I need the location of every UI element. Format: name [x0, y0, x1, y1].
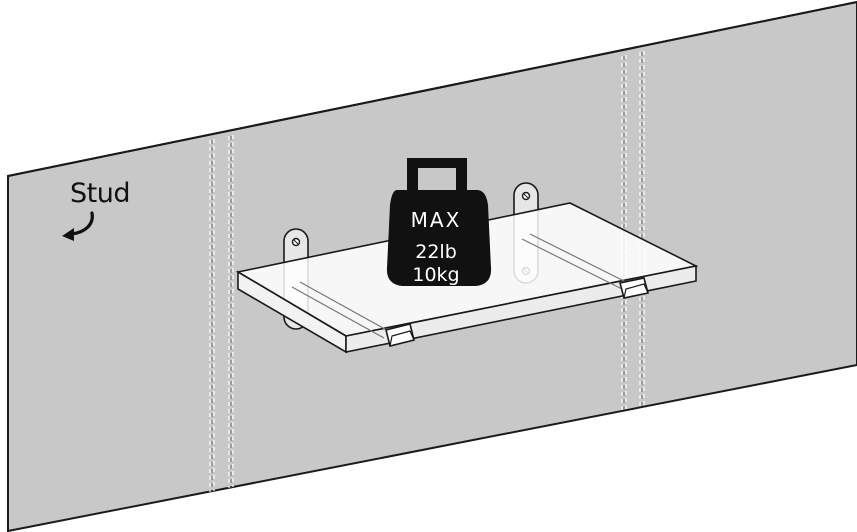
bracket-lip-right — [619, 277, 649, 299]
weight-kg-label: 10kg — [412, 264, 460, 286]
wall-top-edge — [7, 1, 857, 177]
weight-icon — [386, 158, 492, 286]
weight-lb-label: 22lb — [415, 241, 457, 263]
stud-label: Stud — [70, 178, 130, 209]
curved-arrow-icon — [62, 211, 94, 241]
stud-left — [209, 135, 234, 492]
weight-max-label: MAX — [410, 208, 462, 232]
bracket-lip-left — [385, 323, 415, 347]
